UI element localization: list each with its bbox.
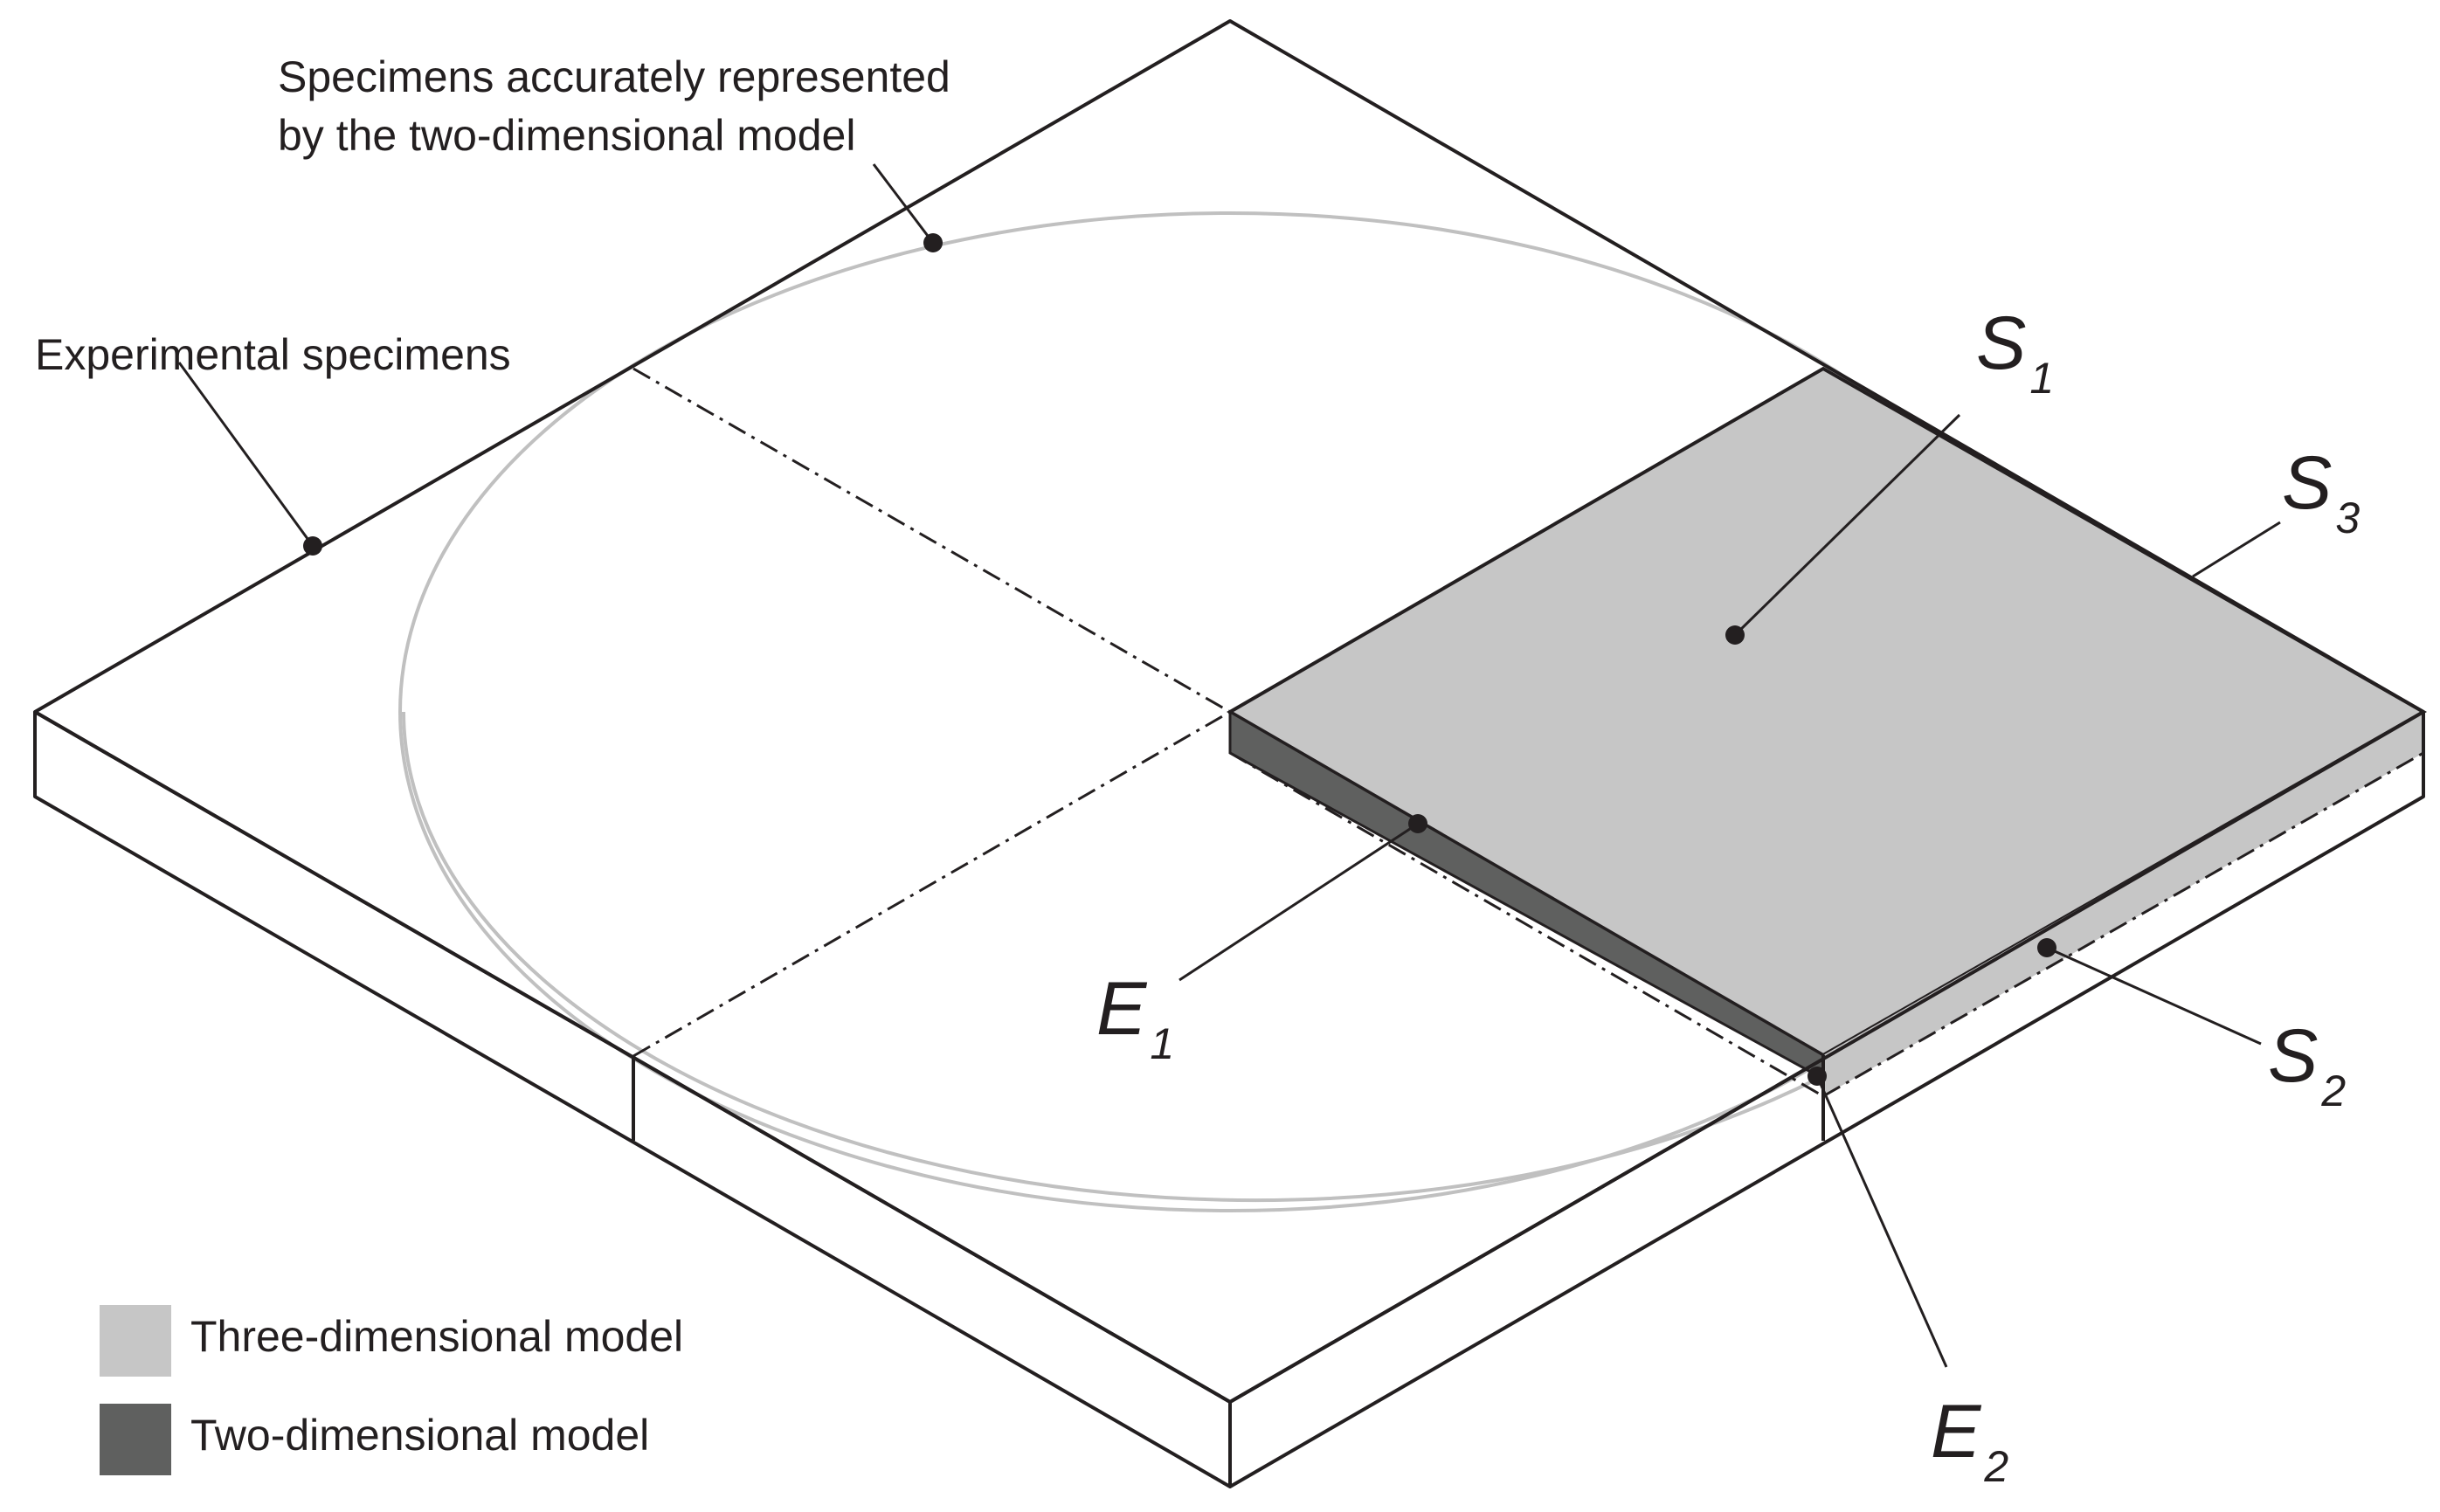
- legend-label-three-d: Three-dimensional model: [190, 1312, 683, 1361]
- legend-swatch-two-d: [100, 1404, 171, 1475]
- experimental-specimens-label: Experimental specimens: [35, 330, 511, 379]
- e2-dot: [1808, 1067, 1827, 1086]
- s2-dot: [2037, 938, 2056, 957]
- leader-lines: [177, 163, 2281, 1368]
- e1-dot: [1408, 814, 1427, 833]
- e2-label: E2: [1931, 1390, 2008, 1491]
- leader-dots: [303, 233, 2056, 1086]
- s1-label: S1: [1976, 301, 2054, 403]
- legend-swatch-three-d: [100, 1305, 171, 1377]
- legend: Three-dimensional model Two-dimensional …: [100, 1305, 683, 1475]
- symmetry-lines: [632, 367, 2424, 1098]
- s1-dot: [1725, 625, 1745, 645]
- e1-label: E1: [1096, 967, 1174, 1068]
- three-d-model-side: [1823, 712, 2423, 1096]
- three-d-model-top: [1227, 366, 2428, 1058]
- specimens-2d-dot: [923, 233, 943, 252]
- legend-label-two-d: Two-dimensional model: [190, 1411, 649, 1460]
- specimens-2d-label-line1: Specimens accurately represented: [278, 52, 950, 101]
- plate-side-faces: [33, 710, 2425, 1488]
- experimental-dot: [303, 536, 322, 556]
- s3-label: S3: [2282, 441, 2360, 542]
- specimens-2d-label-line2: by the two-dimensional model: [278, 111, 855, 160]
- s2-label: S2: [2268, 1014, 2346, 1115]
